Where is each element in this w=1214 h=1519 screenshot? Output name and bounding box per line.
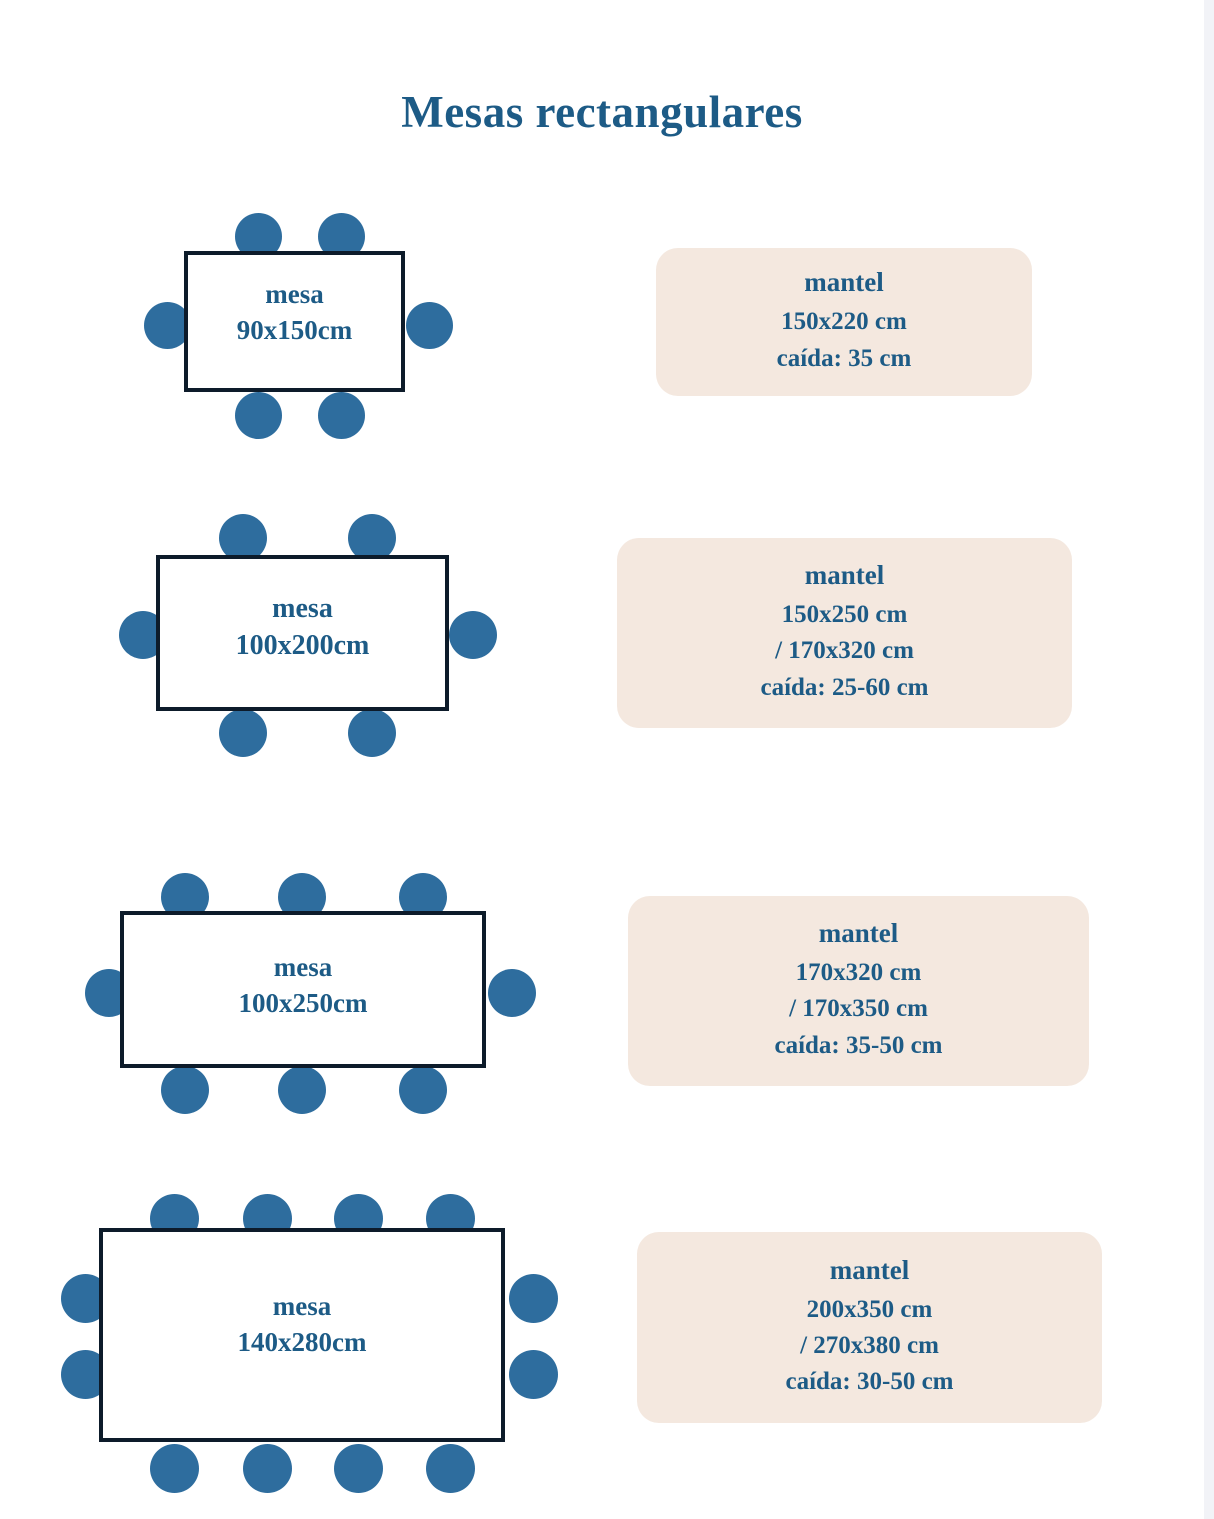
table-label-1: mesa 90x150cm (184, 277, 405, 348)
mantel-card-title-1: mantel (804, 267, 884, 298)
chair-bottom-2 (348, 709, 396, 757)
mantel-card-line-3-3: caída: 35-50 cm (774, 1031, 943, 1059)
chair-bottom-2 (318, 392, 365, 439)
mantel-card-line-1-1: 150x220 cm (781, 308, 907, 336)
table-label-4: mesa 140x280cm (99, 1289, 505, 1360)
chair-top-2 (348, 514, 396, 562)
table-surface-1 (184, 251, 405, 392)
chair-right-2 (509, 1350, 558, 1399)
table-label-3: mesa 100x250cm (120, 950, 486, 1021)
table-label-line2: 90x150cm (236, 314, 353, 345)
table-label-line1: mesa (272, 1291, 332, 1321)
chair-bottom-2 (278, 1066, 326, 1114)
mantel-card-title-3: mantel (818, 918, 899, 949)
table-label-line1: mesa (272, 593, 333, 624)
chair-bottom-4 (426, 1444, 475, 1493)
table-label-line1: mesa (273, 952, 333, 982)
chair-right-1 (406, 302, 453, 349)
chair-bottom-1 (150, 1444, 199, 1493)
table-label-line1: mesa (265, 279, 324, 309)
chair-left-1 (144, 302, 191, 349)
mantel-card-4: mantel 200x350 cm / 270x380 cm caída: 30… (637, 1232, 1102, 1423)
chair-top-1 (219, 514, 267, 562)
mantel-card-line-2-1: 150x250 cm (781, 601, 908, 629)
table-label-line2: 100x200cm (235, 629, 370, 661)
mantel-card-line-3-2: / 170x350 cm (789, 995, 928, 1023)
chair-bottom-3 (334, 1444, 383, 1493)
table-label-line2: 100x250cm (238, 987, 368, 1018)
mantel-card-line-4-3: caída: 30-50 cm (785, 1368, 954, 1396)
mantel-card-1: mantel 150x220 cm caída: 35 cm (656, 248, 1032, 396)
mantel-card-title-4: mantel (829, 1254, 910, 1285)
chair-right-1 (488, 969, 536, 1017)
mantel-card-3: mantel 170x320 cm / 170x350 cm caída: 35… (628, 896, 1089, 1086)
mantel-card-title-2: mantel (804, 560, 885, 591)
chair-bottom-3 (399, 1066, 447, 1114)
mantel-card-2: mantel 150x250 cm / 170x320 cm caída: 25… (617, 538, 1072, 728)
chair-right-1 (449, 611, 497, 659)
mantel-card-line-2-3: caída: 25-60 cm (760, 673, 929, 701)
table-label-2: mesa 100x200cm (156, 591, 449, 665)
mantel-card-line-1-2: caída: 35 cm (776, 344, 912, 372)
mantel-card-line-2-2: / 170x320 cm (775, 637, 914, 665)
chair-bottom-2 (243, 1444, 292, 1493)
page-edge-strip (1204, 0, 1214, 1519)
chair-bottom-1 (235, 392, 282, 439)
mantel-card-line-3-1: 170x320 cm (795, 959, 922, 987)
chair-bottom-1 (161, 1066, 209, 1114)
page-title: Mesas rectangulares (401, 87, 803, 137)
chair-bottom-1 (219, 709, 267, 757)
chair-right-1 (509, 1274, 558, 1323)
table-surface-3 (120, 911, 486, 1068)
mantel-card-line-4-2: / 270x380 cm (800, 1331, 939, 1359)
mantel-card-line-4-1: 200x350 cm (806, 1295, 933, 1323)
table-label-line2: 140x280cm (237, 1326, 367, 1357)
table-surface-2 (156, 555, 449, 711)
table-surface-4 (99, 1228, 505, 1442)
